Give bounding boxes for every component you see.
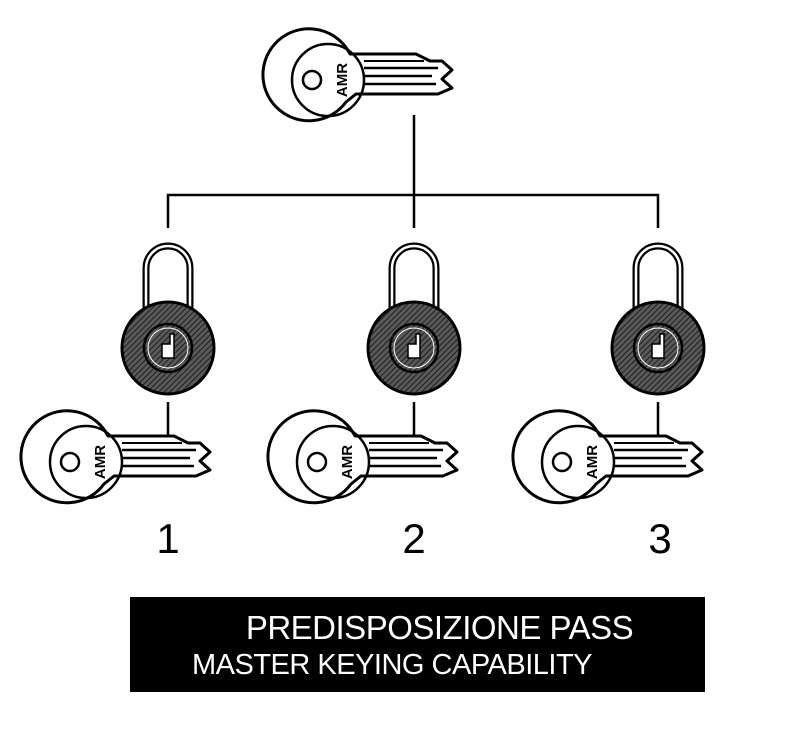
- key-2-icon: [266, 409, 459, 505]
- lock-number-1: 1: [156, 515, 179, 562]
- padlock-1-icon: [122, 246, 214, 394]
- padlock-2-icon: [368, 246, 460, 394]
- caption-title: PREDISPOSIZIONE PASS: [245, 609, 634, 646]
- caption-subtitle: MASTER KEYING CAPABILITY: [192, 649, 593, 681]
- lock-number-2: 2: [402, 515, 425, 562]
- key-3-icon: [511, 409, 704, 505]
- connector-lines: [166, 115, 660, 440]
- key-1-icon: [19, 409, 212, 505]
- caption-banner: PREDISPOSIZIONE PASS MASTER KEYING CAPAB…: [130, 597, 705, 692]
- padlock-3-icon: [612, 246, 704, 394]
- lock-number-3: 3: [648, 515, 671, 562]
- master-key-icon: [261, 27, 454, 123]
